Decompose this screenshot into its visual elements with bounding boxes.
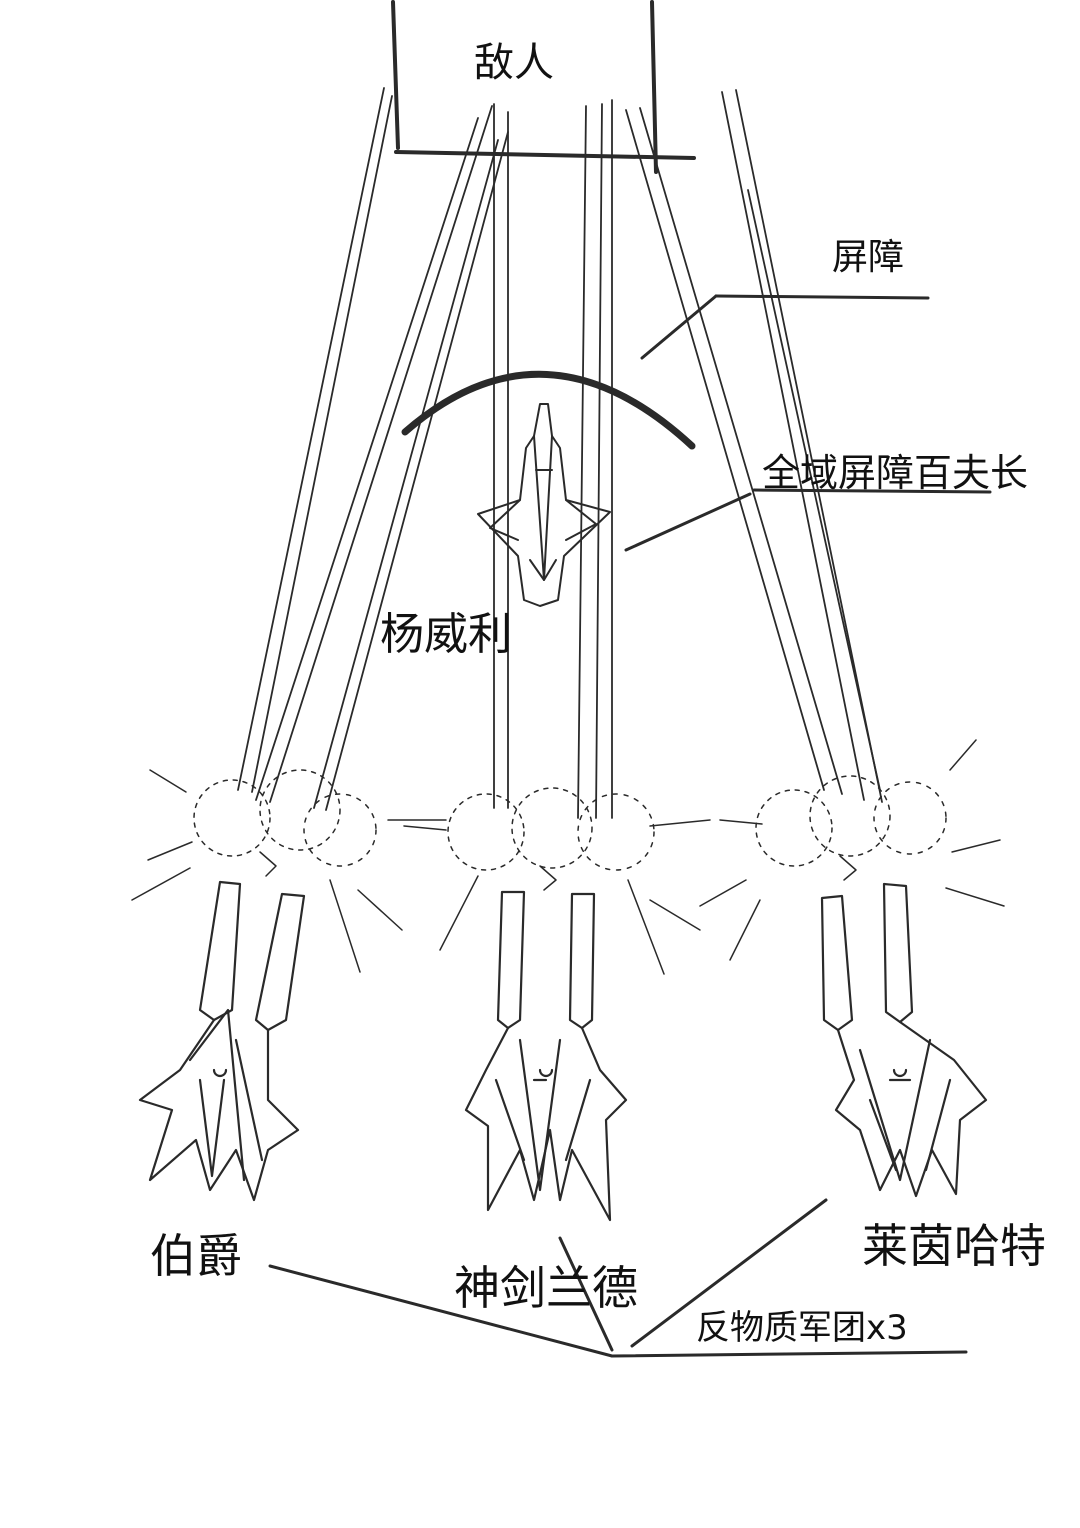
ship-left-icon	[138, 880, 306, 1202]
barrier-arc	[401, 370, 696, 450]
burst-right	[699, 739, 1005, 961]
beam-lines	[237, 87, 883, 819]
enemy-label: 敌人	[474, 40, 554, 86]
firing-bursts	[131, 739, 1005, 975]
central-ship-icon	[477, 403, 611, 607]
yang-weili-label: 杨威利	[380, 609, 512, 660]
burst-middle	[403, 787, 711, 975]
antimatter-legion-label: 反物质军团x3	[696, 1308, 908, 1348]
barrier-centurion-label: 全域屏障百夫长	[762, 451, 1029, 495]
reinhard-label: 莱茵哈特	[862, 1219, 1046, 1273]
count-label: 伯爵	[150, 1229, 242, 1283]
leader-lines	[268, 294, 992, 1358]
ship-right-icon	[820, 882, 988, 1198]
excalibur-lander-label: 神剑兰德	[454, 1261, 638, 1315]
barrier-label: 屏障	[832, 237, 905, 278]
enemy-box	[391, 0, 696, 174]
burst-left	[131, 769, 447, 973]
ship-middle-icon	[464, 890, 628, 1222]
